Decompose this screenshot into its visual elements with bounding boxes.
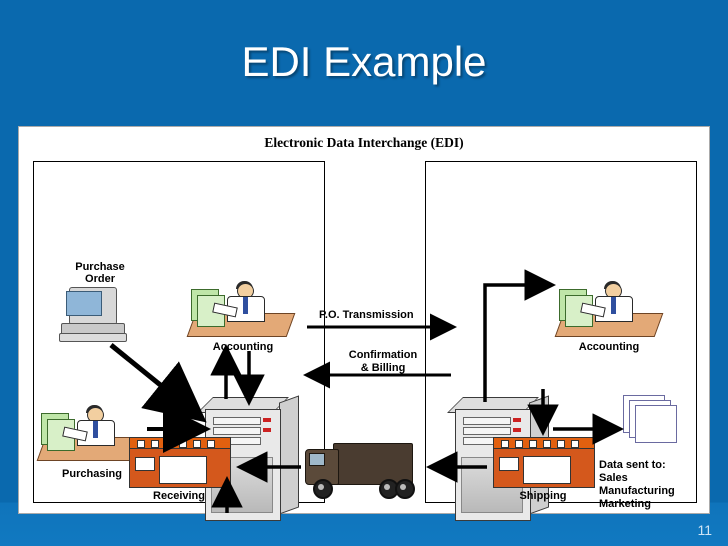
diagram-title: Electronic Data Interchange (EDI) [264, 135, 464, 150]
accounting-label-left: Accounting [212, 341, 274, 353]
delivery-truck-icon [305, 439, 425, 499]
edi-diagram: Electronic Data Interchange (EDI) Purcha… [18, 126, 710, 521]
accounting-person-icon-left [186, 281, 296, 339]
receiving-label: Receiving [153, 490, 205, 502]
accounting-label-right: Accounting [578, 341, 640, 353]
po-transmission-label: P.O. Transmission [319, 309, 414, 321]
page-title: EDI Example [241, 38, 487, 85]
accounting-person-icon-right [554, 281, 664, 339]
confirmation-billing-label: Confirmation& Billing [348, 349, 418, 374]
shipping-warehouse-icon [493, 437, 595, 488]
page-number: 11 [697, 522, 712, 538]
purchasing-person-icon [36, 405, 146, 463]
shipping-label: Shipping [519, 490, 567, 502]
desktop-computer-icon [59, 287, 127, 342]
purchasing-label: Purchasing [62, 468, 122, 480]
receiving-warehouse-icon [129, 437, 231, 488]
document-stack-icon [623, 395, 681, 447]
